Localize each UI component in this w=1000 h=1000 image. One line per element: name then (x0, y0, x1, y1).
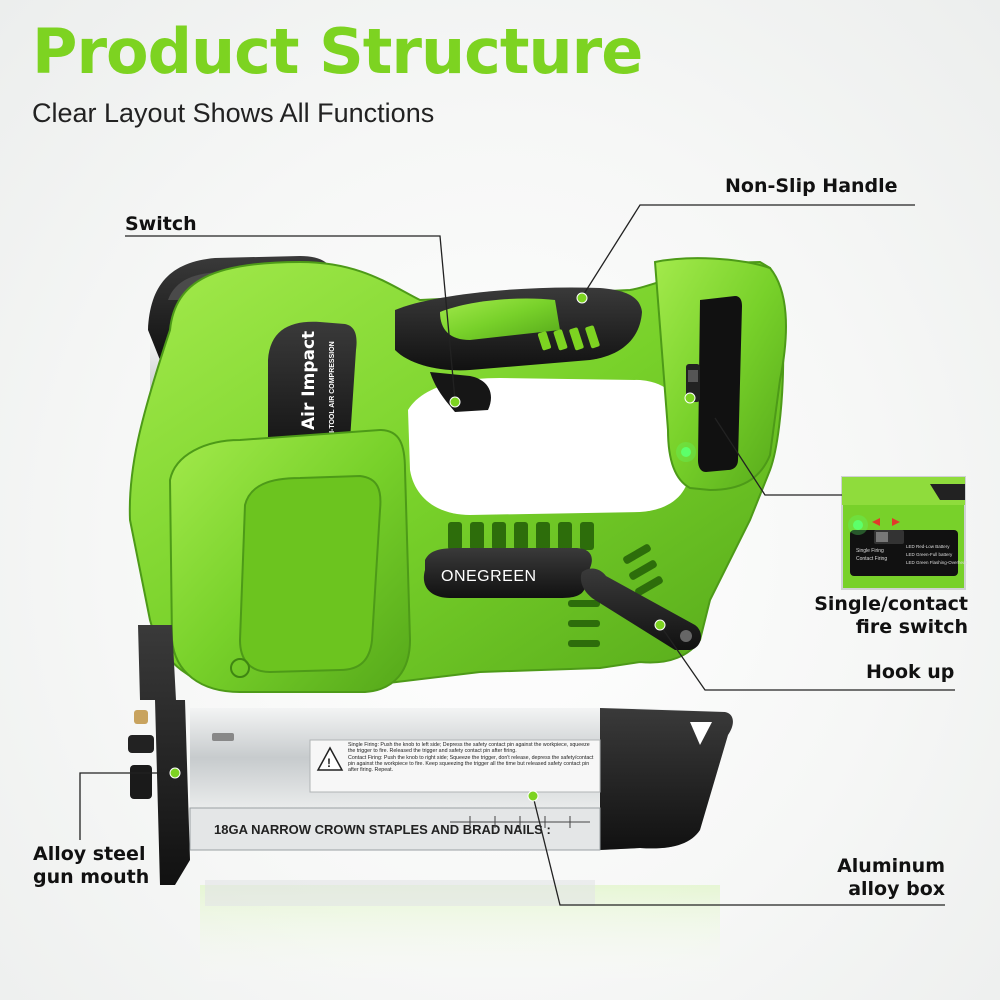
dot-switch (449, 396, 461, 408)
dot-aluminum (527, 790, 539, 802)
inset-led-label-2: LED Green-Full battery (906, 552, 953, 557)
callout-hook-up: Hook up (866, 661, 955, 683)
callout-switch: Switch (125, 213, 197, 235)
dot-hook (654, 619, 666, 631)
callout-aluminum: Aluminum alloy box (800, 855, 945, 901)
page-title: Product Structure (32, 15, 643, 88)
warning-contact-firing: Contact Firing: Push the knob to right s… (348, 754, 594, 774)
inset-led-label-1: LED Red-Low Battery (906, 544, 950, 549)
callout-aluminum-line1: Aluminum (837, 855, 945, 877)
battery-mount (653, 257, 787, 492)
dot-gun-mouth (169, 767, 181, 779)
side-label-subtitle: IN-TOOL AIR COMPRESSION (329, 341, 336, 438)
inset-switch-label-contact: Contact Firing (856, 556, 887, 562)
callout-alloy-steel-line1: Alloy steel (33, 843, 146, 865)
inset-led-label-3: LED Green Flashing-Overheat (906, 560, 968, 565)
magazine: ! (189, 708, 733, 851)
callout-single-contact-line2: fire switch (855, 615, 968, 638)
leader-hook (659, 624, 955, 691)
dot-handle (576, 292, 588, 304)
svg-text:!: ! (327, 756, 331, 770)
page-subtitle: Clear Layout Shows All Functions (32, 98, 435, 128)
leader-gun-mouth (79, 772, 175, 840)
trigger-switch (430, 372, 491, 412)
magazine-label: 18GA NARROW CROWN STAPLES AND BRAD NAILS… (214, 822, 551, 837)
dot-fire-switch (684, 392, 696, 404)
handle-grip (395, 287, 642, 371)
belt-hook (580, 568, 702, 650)
leader-lines (79, 204, 955, 906)
callout-aluminum-line2: alloy box (848, 877, 945, 900)
callout-non-slip-handle: Non-Slip Handle (725, 175, 898, 197)
brand-plate (423, 548, 592, 598)
callout-alloy-steel: Alloy steel gun mouth (33, 843, 149, 889)
vent-slots (448, 522, 663, 647)
warning-single-firing: Single Firing: Push the knob to left sid… (348, 742, 590, 755)
leader-fire-switch (714, 417, 842, 496)
warning-text: Single Firing: Push the knob to left sid… (348, 742, 594, 774)
callout-alloy-steel-line2: gun mouth (33, 865, 150, 888)
gauge-scale (450, 816, 590, 828)
callout-dots (169, 292, 696, 802)
leader-aluminum (532, 795, 945, 906)
leader-handle (581, 204, 915, 298)
callout-single-contact: Single/contact fire switch (780, 593, 968, 639)
brand-logo: ONEGREEN (441, 568, 537, 585)
air-impact-panel (267, 321, 357, 462)
side-label-title: Air Impact (299, 331, 319, 430)
leader-switch (125, 235, 456, 401)
fire-switch-inset (841, 476, 966, 590)
floor-reflection (200, 880, 720, 990)
inset-switch-label-single: Single Firing (856, 548, 884, 554)
front-cover (168, 428, 412, 693)
callout-single-contact-line1: Single/contact (814, 593, 968, 615)
